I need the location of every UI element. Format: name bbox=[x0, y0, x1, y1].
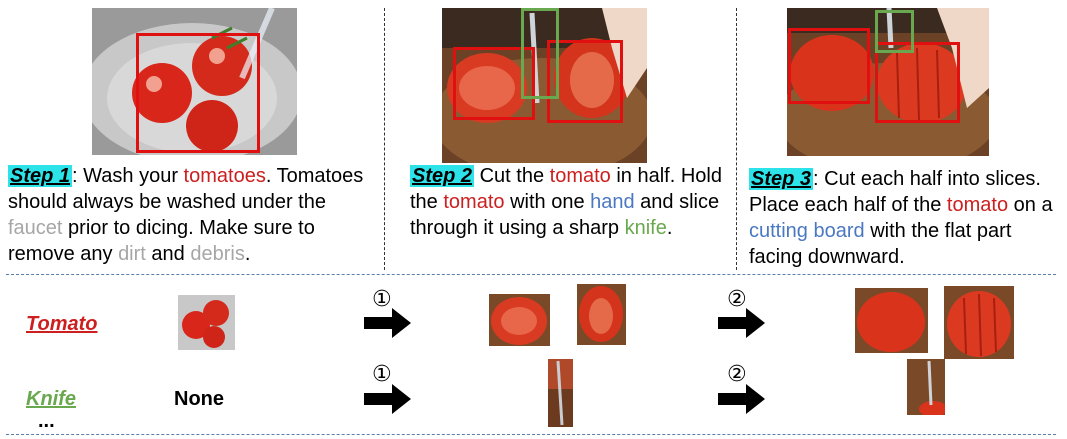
step3-label: Step 3 bbox=[749, 168, 813, 190]
step2-text-part: Cut the bbox=[474, 165, 550, 187]
divider-top-section bbox=[6, 274, 1056, 275]
step2-label: Step 2 bbox=[410, 165, 474, 187]
tomato-crop-step2-left bbox=[489, 294, 550, 346]
step1-label: Step 1 bbox=[8, 165, 72, 187]
step3-tomato-half-left-bbox bbox=[788, 28, 870, 104]
step1-text-part: : Wash your bbox=[72, 165, 184, 187]
tomato-crop-step1 bbox=[178, 295, 235, 350]
tomato-crop-step3-left bbox=[855, 288, 928, 353]
row-label-tomato: Tomato bbox=[26, 313, 97, 336]
step1-text-part: . bbox=[245, 243, 251, 265]
knife-crop-step2 bbox=[548, 359, 573, 427]
divider-bottom-section bbox=[6, 434, 1056, 435]
divider-step1-step2 bbox=[384, 8, 385, 270]
step1-tomato-bbox bbox=[136, 33, 260, 153]
divider-step2-step3 bbox=[736, 8, 737, 270]
object-word-tomato: tomato bbox=[550, 165, 611, 187]
right-arrow-icon bbox=[364, 308, 412, 338]
row-label-knife: Knife bbox=[26, 388, 76, 411]
object-word-tomato: tomato bbox=[947, 194, 1008, 216]
object-word-dirt: dirt bbox=[118, 243, 146, 265]
step3-knife-bbox bbox=[875, 10, 914, 53]
step2-text-part: . bbox=[667, 217, 673, 239]
right-arrow-icon bbox=[364, 384, 412, 414]
object-word-faucet: faucet bbox=[8, 217, 62, 239]
tomato-crop-step3-right bbox=[944, 286, 1014, 359]
object-word-tomato: tomato bbox=[443, 191, 504, 213]
object-word-cutting-board: cutting board bbox=[749, 220, 865, 242]
right-arrow-icon bbox=[718, 308, 766, 338]
step1-text: Step 1: Wash your tomatoes. Tomatoes sho… bbox=[8, 163, 383, 267]
step1-text-part: and bbox=[146, 243, 190, 265]
knife-crop-step3 bbox=[907, 359, 945, 415]
object-word-knife: knife bbox=[625, 217, 667, 239]
object-word-debris: debris bbox=[190, 243, 244, 265]
step3-text-part: on a bbox=[1008, 194, 1052, 216]
step3-tomato-half-right-bbox bbox=[875, 42, 960, 123]
step2-knife-bbox bbox=[521, 8, 559, 99]
step2-text-part: with one bbox=[505, 191, 591, 213]
right-arrow-icon bbox=[718, 384, 766, 414]
object-word-hand: hand bbox=[590, 191, 635, 213]
object-word-tomatoes: tomatoes bbox=[184, 165, 266, 187]
tomato-crop-step2-right bbox=[577, 284, 626, 345]
row-ellipsis: ... bbox=[38, 410, 55, 433]
step2-text: Step 2 Cut the tomato in half. Hold the … bbox=[410, 163, 730, 241]
step3-text: Step 3: Cut each half into slices. Place… bbox=[749, 166, 1065, 270]
knife-none-label: None bbox=[174, 388, 224, 411]
